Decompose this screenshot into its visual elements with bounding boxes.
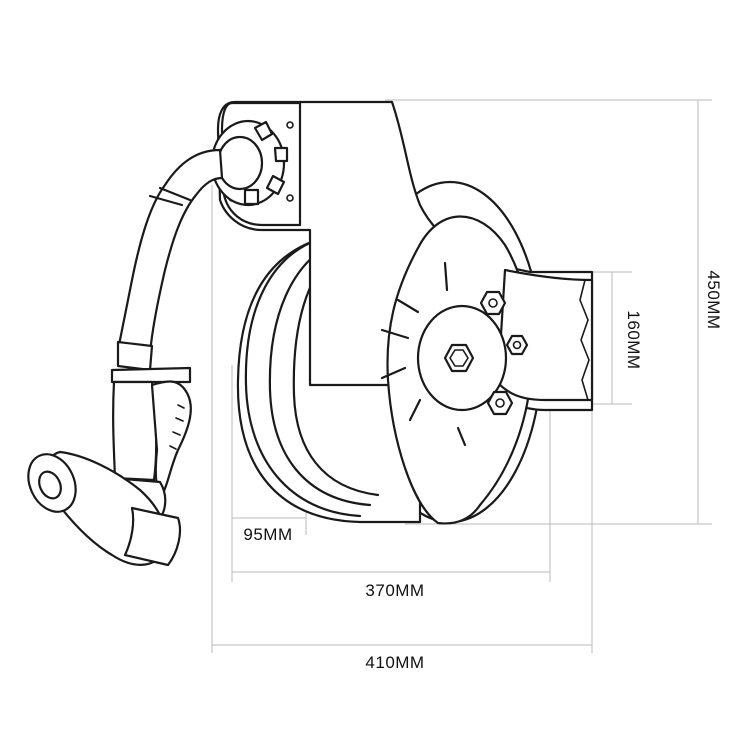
inlet-swivel — [210, 119, 289, 207]
overall-width-dimension-label: 410MM — [365, 653, 424, 672]
bolt-nut-right — [505, 334, 529, 356]
height-dimension-label: 450MM — [704, 270, 723, 329]
bolt-nut-bottom — [486, 390, 514, 416]
reel-width-dimension-label: 370MM — [365, 581, 424, 600]
dimension-lines — [211, 99, 712, 653]
reel-slots — [380, 261, 467, 447]
reel-front-face — [380, 215, 594, 525]
hose-width-dimension-label: 95MM — [243, 525, 292, 544]
hose — [116, 148, 224, 356]
bracket-dimension-label: 160MM — [624, 310, 643, 369]
bolt-nut-top — [479, 290, 507, 316]
center-nut — [443, 343, 475, 373]
spray-nozzle — [27, 340, 192, 567]
